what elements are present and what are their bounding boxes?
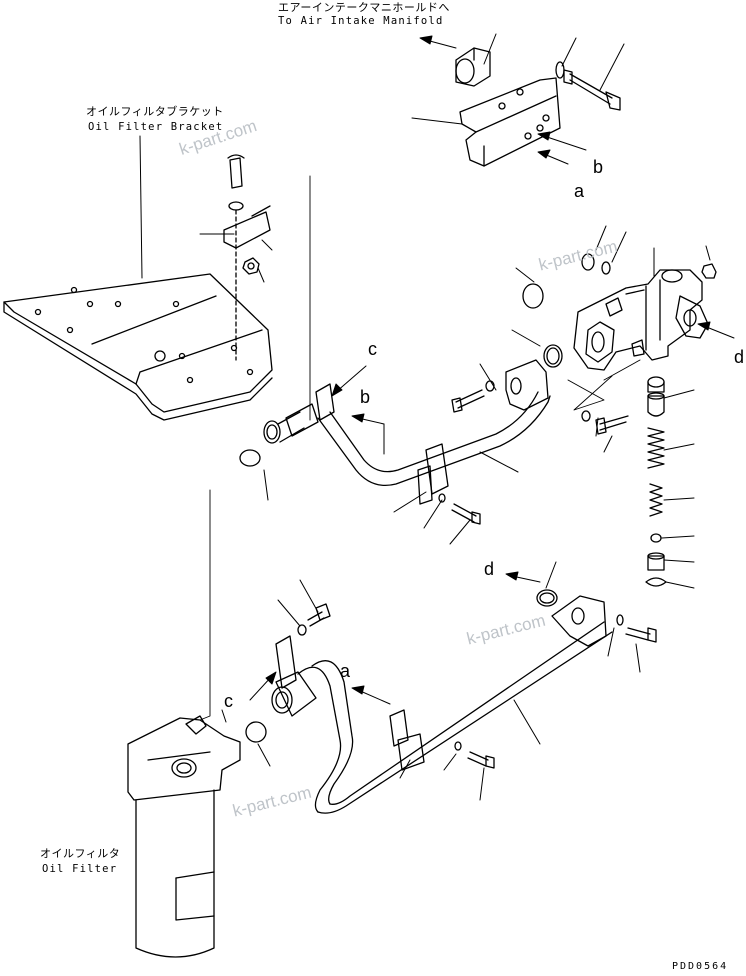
valve-plug-right (701, 263, 717, 279)
callout-b-top: b (593, 157, 604, 177)
pipe-seal-ring-d (536, 589, 558, 607)
relief-valve-stack (645, 376, 667, 587)
callout-c-upper: c (368, 339, 377, 359)
lower-oil-pipe (271, 595, 613, 814)
bracket-small-parts (223, 154, 271, 361)
assembly-lines (199, 175, 641, 721)
spacer-collar (455, 47, 491, 87)
callout-c-lower: c (224, 691, 233, 711)
callout-d-lower: d (484, 559, 495, 579)
bracket-label-en: Oil Filter Bracket (88, 121, 224, 133)
leader-lines (139, 33, 711, 801)
valve-body (573, 269, 709, 371)
callout-a-lower: a (340, 661, 351, 681)
bracket-label-jp: オイルフィルタブラケット (86, 105, 224, 118)
o-ring-lower-left (245, 721, 267, 743)
upper-oil-pipe (263, 359, 551, 505)
filter-label-en: Oil Filter (42, 863, 118, 875)
manifold-bracket (459, 77, 561, 167)
callout-d-right: d (734, 347, 745, 367)
valve-seal-ring (543, 344, 563, 368)
oil-filter-bracket-plate (3, 273, 273, 421)
o-ring-upper-left (239, 449, 261, 467)
valve-o-ring-upper (581, 253, 611, 275)
callout-b-mid: b (360, 387, 371, 407)
bolt-long-top (563, 69, 621, 111)
air-intake-label-en: To Air Intake Manifold (278, 15, 444, 27)
oil-filter (127, 715, 241, 958)
callout-a-top: a (574, 181, 585, 201)
bolts-and-washers (297, 380, 657, 769)
valve-gasket (522, 283, 544, 309)
drawing-number: PDD0564 (672, 961, 729, 972)
direction-arrows (249, 35, 735, 705)
filter-label-jp: オイルフィルタ (40, 847, 121, 860)
air-intake-label-jp: エアーインテークマニホールドへ (278, 1, 450, 14)
